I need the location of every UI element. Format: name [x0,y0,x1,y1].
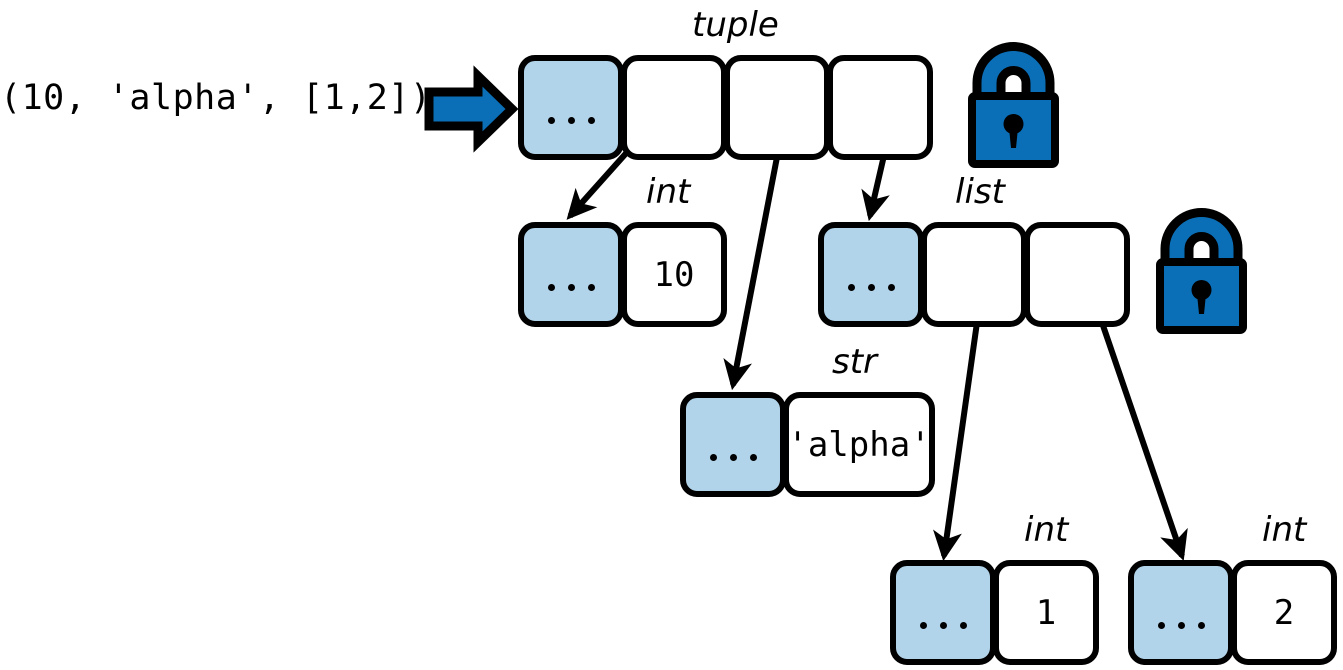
type-label-tuple: tuple [692,5,779,45]
ellipsis-icon [547,284,595,291]
str-value-cell: 'alpha' [783,392,935,497]
tuple-slot-2 [827,55,933,160]
type-label-int-1: int [1024,510,1069,550]
tuple-slot-0 [621,55,727,160]
open-lock-icon [1156,208,1247,334]
tuple-object [518,55,933,160]
str-object-alpha: 'alpha' [680,392,935,497]
str-ref-cell [680,392,786,497]
tuple-slot-1 [724,55,830,160]
int-object-10: 10 [518,222,727,327]
int-2-ref-cell [1128,560,1234,665]
list-object [818,222,1130,327]
list-ref-cell [818,222,924,327]
list-slot-1 [1024,222,1130,327]
type-label-str: str [832,342,878,382]
type-label-list: list [955,172,1005,212]
int-2-value-cell: 2 [1231,560,1337,665]
ellipsis-icon [1157,622,1205,629]
evaluates-to-arrow [424,65,519,153]
ellipsis-icon [709,454,757,461]
source-expression: (10, 'alpha', [1,2]) [0,78,432,118]
int-object-1: 1 [890,560,1099,665]
type-label-int-2: int [1262,510,1307,550]
ellipsis-icon [847,284,895,291]
tuple-ref-cell [518,55,624,160]
closed-lock-icon [968,42,1059,168]
ellipsis-icon [919,622,967,629]
int-1-ref-cell [890,560,996,665]
list-slot-0 [921,222,1027,327]
int-10-ref-cell [518,222,624,327]
int-object-2: 2 [1128,560,1337,665]
int-1-value-cell: 1 [993,560,1099,665]
ellipsis-icon [547,117,595,124]
int-10-value-cell: 10 [621,222,727,327]
type-label-int-10: int [646,172,691,212]
